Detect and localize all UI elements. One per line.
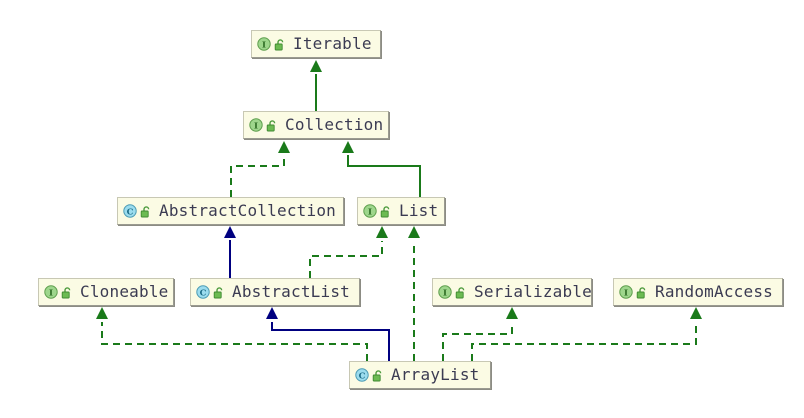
svg-text:I: I <box>368 207 372 217</box>
class-icon: C <box>355 368 369 382</box>
svg-text:I: I <box>254 121 258 131</box>
node-randomaccess[interactable]: I RandomAccess <box>613 278 783 306</box>
node-label: Serializable <box>474 282 592 301</box>
interface-icon: I <box>619 285 633 299</box>
interface-icon: I <box>44 285 58 299</box>
edge-arraylist-extends-abstractlist <box>266 307 390 361</box>
unlocked-padlock-icon <box>455 286 465 298</box>
node-label: RandomAccess <box>655 282 773 301</box>
node-cloneable[interactable]: I Cloneable <box>38 278 174 306</box>
edge-list-extends-collection <box>342 141 421 197</box>
node-iterable[interactable]: I Iterable <box>251 30 381 58</box>
interface-icon: I <box>363 204 377 218</box>
interface-icon: I <box>249 118 263 132</box>
node-abstractlist[interactable]: C AbstractList <box>190 278 360 306</box>
edge-arraylist-implements-list <box>408 226 420 361</box>
edge-abstractlist-extends-abstractcollection <box>224 226 236 278</box>
node-arraylist[interactable]: C ArrayList <box>349 361 491 389</box>
svg-text:C: C <box>359 371 366 381</box>
edge-arraylist-implements-cloneable <box>96 307 368 361</box>
svg-text:I: I <box>49 288 53 298</box>
svg-text:I: I <box>262 40 266 50</box>
node-serializable[interactable]: I Serializable <box>432 278 592 306</box>
unlocked-padlock-icon <box>61 286 71 298</box>
interface-icon: I <box>438 285 452 299</box>
node-abstractcollection[interactable]: C AbstractCollection <box>117 197 344 225</box>
unlocked-padlock-icon <box>380 205 390 217</box>
unlocked-padlock-icon <box>636 286 646 298</box>
node-label: AbstractCollection <box>159 201 336 220</box>
svg-text:I: I <box>624 288 628 298</box>
unlocked-padlock-icon <box>274 38 284 50</box>
edge-abstractlist-implements-list <box>309 226 388 278</box>
node-collection[interactable]: I Collection <box>243 111 389 139</box>
unlocked-padlock-icon <box>140 205 150 217</box>
svg-text:C: C <box>127 207 134 217</box>
unlocked-padlock-icon <box>372 369 382 381</box>
node-label: List <box>399 201 439 220</box>
unlocked-padlock-icon <box>266 119 276 131</box>
svg-text:C: C <box>200 288 207 298</box>
class-icon: C <box>196 285 210 299</box>
edge-abstractcollection-implements-collection <box>230 141 290 197</box>
interface-icon: I <box>257 37 271 51</box>
class-icon: C <box>123 204 137 218</box>
svg-text:I: I <box>443 288 447 298</box>
node-label: AbstractList <box>232 282 350 301</box>
node-label: Collection <box>285 115 384 134</box>
edge-arraylist-implements-serializable <box>442 307 518 361</box>
node-label: Cloneable <box>80 282 169 301</box>
unlocked-padlock-icon <box>213 286 223 298</box>
edge-arraylist-implements-randomaccess <box>471 307 702 361</box>
node-label: Iterable <box>293 34 372 53</box>
edge-collection-extends-iterable <box>310 60 322 111</box>
node-label: ArrayList <box>391 365 480 384</box>
node-list[interactable]: I List <box>357 197 445 225</box>
